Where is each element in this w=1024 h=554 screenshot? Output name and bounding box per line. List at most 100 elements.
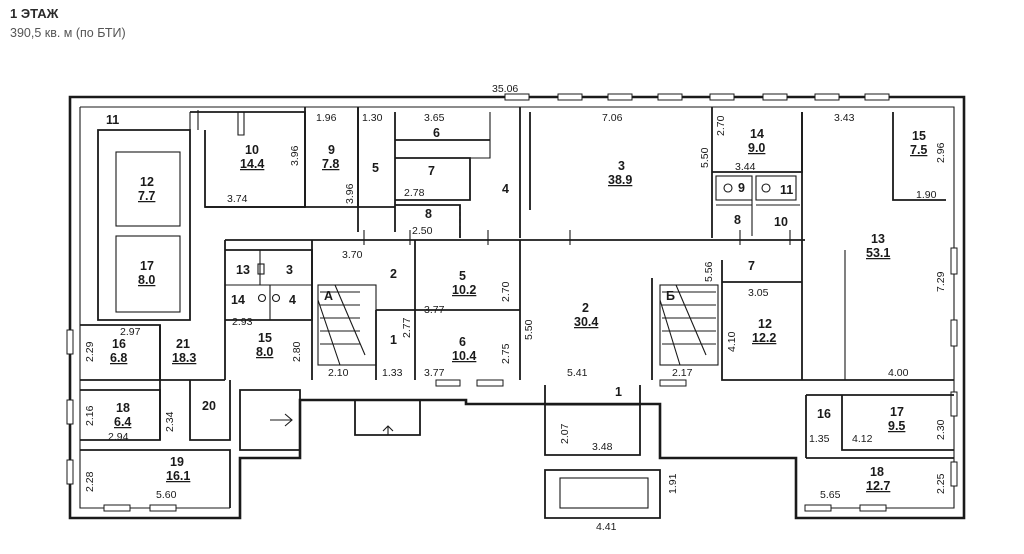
room-number: 5 <box>459 269 466 283</box>
room-number: 15 <box>258 331 272 345</box>
dimension-label: 3.77 <box>424 304 445 316</box>
room-number: 6 <box>433 126 440 140</box>
dimension-label: 2.10 <box>328 367 349 379</box>
room-number: 16 <box>112 337 126 351</box>
dimension-label: 2.25 <box>935 473 947 494</box>
fixtures <box>257 183 771 303</box>
dimension-label: 2.29 <box>84 341 96 362</box>
dimension-label: 4.10 <box>726 331 738 352</box>
room-number: 4 <box>502 182 509 196</box>
room-number: 1 <box>615 385 622 399</box>
room-number: 19 <box>170 455 184 469</box>
dimension-label: 5.65 <box>820 489 841 501</box>
dimension-label: 5.60 <box>156 489 177 501</box>
dimension-label: 2.78 <box>404 187 425 199</box>
room-area: 7.7 <box>138 189 155 203</box>
room-number: 20 <box>202 399 216 413</box>
room-number: 17 <box>140 259 154 273</box>
dimension-label: 2.17 <box>672 367 693 379</box>
dimension-label: 3.74 <box>227 193 248 205</box>
room-number: 14 <box>231 293 245 307</box>
dimension-label: 7.29 <box>935 271 947 292</box>
room-number: 2 <box>582 301 589 315</box>
dimension-label: 4.12 <box>852 433 873 445</box>
dimension-label: 2.75 <box>500 343 512 364</box>
room-number: 16.1 <box>166 469 190 483</box>
room-number: 9 <box>328 143 335 157</box>
room-number: 18 <box>116 401 130 415</box>
room-area: 8.0 <box>138 273 155 287</box>
room-number: 18 <box>870 465 884 479</box>
room-area: 12.2 <box>752 331 776 345</box>
dimension-label: 3.65 <box>424 112 445 124</box>
dimension-label: 3.96 <box>289 145 301 166</box>
dimension-label: 2.77 <box>401 317 413 338</box>
dimension-label: 2.94 <box>108 431 129 443</box>
dimension-label: 1.91 <box>667 473 679 494</box>
room-area: 30.4 <box>574 315 598 329</box>
room-number: 9 <box>738 181 745 195</box>
room-number: 11 <box>106 113 119 127</box>
room-number: 12 <box>140 175 154 189</box>
room-number: 5 <box>372 161 379 175</box>
dimension-label: 3.48 <box>592 441 613 453</box>
dimension-label: 2.80 <box>291 341 303 362</box>
room-number: 10 <box>245 143 259 157</box>
room-number: 3 <box>618 159 625 173</box>
room-number: 7 <box>428 164 435 178</box>
dimension-label: 2.07 <box>559 423 571 444</box>
dimension-label: 2.70 <box>500 281 512 302</box>
stair-label: Б <box>666 289 675 303</box>
dimension-label: 2.28 <box>84 471 96 492</box>
room-number: 8 <box>425 207 432 221</box>
toilet-icon <box>723 183 733 193</box>
room-number: 1 <box>390 333 397 347</box>
room-labels: 11 12 7.7 17 8.0 10 14.4 9 7.8 5 6 7 8 4… <box>106 113 927 493</box>
dimension-label: 3.44 <box>735 161 756 173</box>
room-number: 3 <box>286 263 293 277</box>
room-area: 18.3 <box>172 351 196 365</box>
room-number: 17 <box>890 405 904 419</box>
dimension-label: 2.30 <box>935 419 947 440</box>
dimension-label: 2.70 <box>715 115 727 136</box>
room-area: 8.0 <box>256 345 273 359</box>
floor-area-subtitle: 390,5 кв. м (по БТИ) <box>10 26 126 40</box>
room-number: 8 <box>734 213 741 227</box>
room-area: 53.1 <box>866 246 890 260</box>
room-area: 10.4 <box>452 349 476 363</box>
dimension-label: 7.06 <box>602 112 623 124</box>
room-area: 10.2 <box>452 283 476 297</box>
stair-label: А <box>324 289 333 303</box>
room-number: 15 <box>912 129 926 143</box>
room-area: 9.5 <box>888 419 905 433</box>
room-number: 16 <box>817 407 831 421</box>
dimension-label: 2.93 <box>232 316 253 328</box>
dimension-label: 2.96 <box>935 142 947 163</box>
interior-walls <box>80 107 954 519</box>
room-area: 7.8 <box>322 157 339 171</box>
room-area: 12.7 <box>866 479 890 493</box>
room-number: 12 <box>758 317 772 331</box>
sink-icon <box>257 263 265 275</box>
dimension-label: 1.30 <box>362 112 383 124</box>
dimension-label: 2.97 <box>120 326 141 338</box>
dimension-label: 3.05 <box>748 287 769 299</box>
room-area: 6.4 <box>114 415 131 429</box>
room-area: 38.9 <box>608 173 632 187</box>
dimension-label: 4.41 <box>596 521 617 533</box>
room-number: 11 <box>780 183 793 197</box>
toilet-icon <box>761 183 771 193</box>
room-number: 13 <box>871 232 885 246</box>
dimension-label: 5.41 <box>567 367 588 379</box>
dimension-label: 3.43 <box>834 112 855 124</box>
room-number: 2 <box>390 267 397 281</box>
dimension-label: 1.90 <box>916 189 937 201</box>
dimension-label: 1.96 <box>316 112 337 124</box>
toilet-icon <box>257 293 267 303</box>
dimension-label: 1.33 <box>382 367 403 379</box>
dimension-label: 4.00 <box>888 367 909 379</box>
overall-width-dimension: 35.06 <box>492 83 518 95</box>
dimension-label: 1.35 <box>809 433 830 445</box>
dimension-label: 5.50 <box>699 147 711 168</box>
